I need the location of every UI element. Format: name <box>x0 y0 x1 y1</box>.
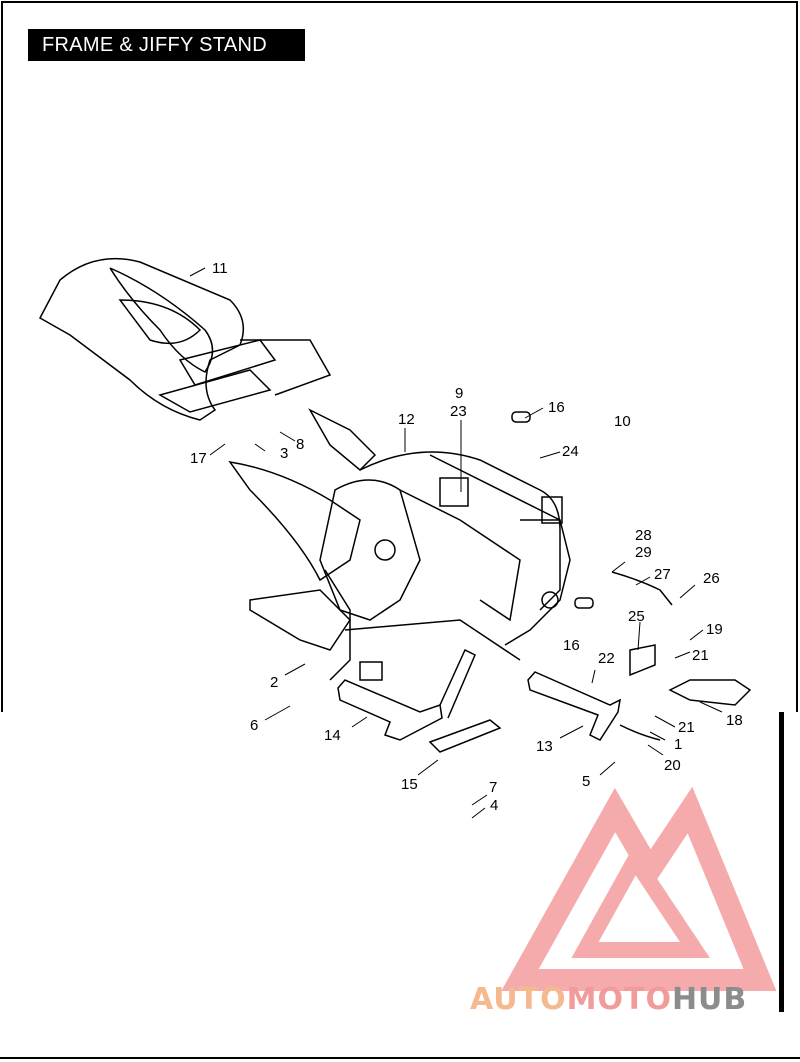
callout-14: 14 <box>324 727 341 744</box>
leader-lines <box>189 267 723 819</box>
lower-rail-13-part <box>527 671 621 741</box>
callout-17: 17 <box>190 450 207 467</box>
callout-23: 23 <box>450 403 467 420</box>
callout-21-upper: 21 <box>692 647 709 664</box>
callout-25: 25 <box>628 608 645 625</box>
callout-9: 9 <box>455 385 463 402</box>
callout-21-lower: 21 <box>678 719 695 736</box>
callout-22: 22 <box>598 650 615 667</box>
callout-3: 3 <box>280 445 288 462</box>
callout-27: 27 <box>654 566 671 583</box>
lower-rail-14-part <box>337 648 476 741</box>
watermark-logo-text: AUTOMOTOHUB <box>470 982 748 1017</box>
callout-26: 26 <box>703 570 720 587</box>
callout-15: 15 <box>401 776 418 793</box>
callout-11: 11 <box>212 260 228 277</box>
callout-6: 6 <box>250 717 258 734</box>
watermark-logo-graphic <box>501 786 777 991</box>
callout-18: 18 <box>726 712 743 729</box>
bottom-border <box>0 1057 800 1059</box>
callout-28: 28 <box>635 527 652 544</box>
callout-24: 24 <box>562 443 579 460</box>
diagram-title: FRAME & JIFFY STAND <box>28 29 305 61</box>
right-edge-bar <box>779 712 784 1012</box>
callout-10: 10 <box>614 413 631 430</box>
callout-2: 2 <box>270 674 278 691</box>
callout-16-lower: 16 <box>563 637 580 654</box>
callout-16-upper: 16 <box>548 399 565 416</box>
crossmember-15-part <box>428 719 502 753</box>
main-frame-part <box>228 408 594 681</box>
callout-7: 7 <box>489 779 497 796</box>
rear-fender-part <box>38 257 332 421</box>
callout-1: 1 <box>674 736 682 753</box>
callout-4: 4 <box>490 797 498 814</box>
callout-19: 19 <box>706 621 723 638</box>
callout-12: 12 <box>398 411 415 428</box>
callout-8: 8 <box>296 436 304 453</box>
callout-29: 29 <box>635 544 652 561</box>
callout-5: 5 <box>582 773 590 790</box>
callout-13: 13 <box>536 738 553 755</box>
callout-20: 20 <box>664 757 681 774</box>
callout-numbers: 11 9 23 12 16 10 24 8 3 17 28 29 27 26 2… <box>190 260 743 814</box>
